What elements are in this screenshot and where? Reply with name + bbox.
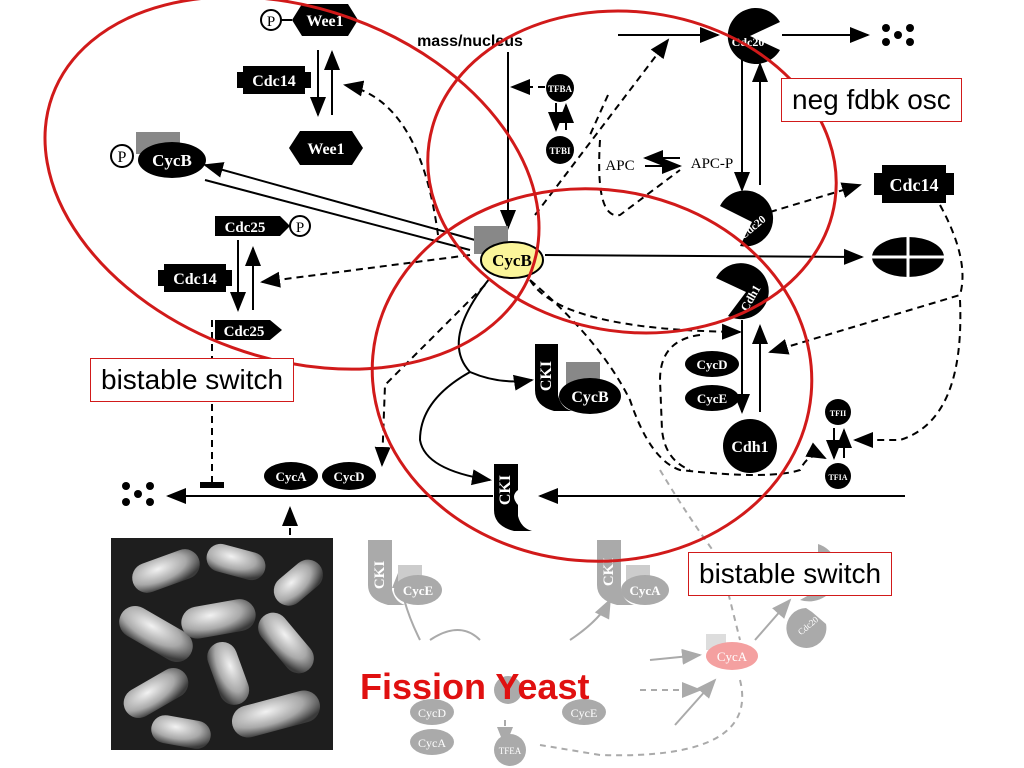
- wee1-label: Wee1: [307, 141, 344, 158]
- cyce-right-label: CycE: [697, 391, 727, 406]
- cdc14-top-node: Cdc14: [237, 66, 311, 94]
- cdc14-left-label: Cdc14: [173, 271, 217, 288]
- bistable-switch-left-label: bistable switch: [90, 358, 295, 402]
- cdc14-left-node: Cdc14: [158, 264, 232, 292]
- bistable-switch-oval-right: [370, 187, 814, 563]
- cyca-pink-label: CycA: [717, 649, 748, 664]
- black-network-edges: [166, 27, 905, 504]
- neg-fdbk-oval: [426, 9, 838, 335]
- tfi-i-label: TFII: [830, 409, 846, 418]
- cyce-label: CycE: [403, 583, 433, 598]
- cki-label: CKI: [497, 475, 514, 505]
- cycd-cyce-right-nodes: CycD CycE: [685, 351, 739, 411]
- degradation-dots-icon: [882, 24, 914, 46]
- neg-fdbk-osc-label: neg fdbk osc: [781, 78, 962, 122]
- diagram-title: Fission Yeast: [360, 666, 590, 707]
- cdc25-node: Cdc25: [215, 320, 282, 340]
- module-ovals: [43, 0, 838, 563]
- degradation-dots-icon: [122, 482, 154, 506]
- tfb-nodes: TFBA TFBI: [546, 74, 574, 164]
- wee1-node: Wee1: [289, 131, 363, 165]
- cyce-bottom-label: CycE: [571, 706, 598, 720]
- cdc20-top-label: Cdc20: [732, 35, 765, 49]
- tfb-i-label: TFBI: [549, 146, 571, 156]
- cyca-label: CycA: [629, 583, 661, 598]
- cdc14-top-label: Cdc14: [252, 73, 296, 90]
- tfi-a-label: TFIA: [828, 473, 847, 482]
- dashed-regulation-edges: [200, 38, 964, 535]
- apc-label: APC: [605, 158, 634, 174]
- cdc14-right-node: Cdc14: [874, 165, 954, 203]
- cycb-p-label: CycB: [152, 151, 192, 170]
- cki-label: CKI: [601, 558, 617, 587]
- cki-cyca-complex: CKI CycA: [597, 540, 669, 605]
- cycb-center-node: CycB: [474, 226, 544, 279]
- cdc20-mid-node: Cdc20: [720, 190, 774, 247]
- cki-cycb-complex: CKI CycB: [535, 344, 621, 414]
- cdc25-phospho-node: Cdc25 P: [215, 215, 311, 237]
- faded-bottom-nodes: CycD CycE CycA TFEA: [410, 676, 606, 766]
- cdc20-top-node: Cdc20: [727, 8, 780, 65]
- cell-division-icon: [872, 237, 944, 277]
- wee1-p-label: Wee1: [306, 13, 343, 30]
- p-symbol: P: [267, 14, 275, 30]
- apc-p-label: APC-P: [691, 156, 734, 172]
- p-symbol: P: [296, 220, 304, 236]
- cki-label: CKI: [538, 361, 555, 391]
- cdh1-bottom-node: Cdh1: [723, 419, 777, 473]
- bistable-switch-right-label: bistable switch: [688, 552, 893, 596]
- mass-nucleus-label: mass/nucleus: [417, 33, 523, 50]
- cycd-bottom-label: CycD: [418, 706, 446, 720]
- cdc25-p-label: Cdc25: [225, 220, 266, 236]
- cki-free-node: CKI: [494, 464, 532, 531]
- wee1-phospho-node: P Wee1: [260, 4, 358, 36]
- cycb-phospho-node: P CycB: [110, 132, 206, 178]
- cki-label: CKI: [372, 561, 388, 590]
- cdh1-top-node: Cdh1: [716, 263, 769, 320]
- cdc25-label: Cdc25: [224, 324, 265, 340]
- tfe-bottom-label: TFEA: [499, 746, 522, 756]
- cyca-mid-label: CycA: [275, 469, 307, 484]
- tfb-a-label: TFBA: [548, 84, 573, 94]
- cycb-label: CycB: [571, 389, 609, 406]
- cki-cyce-complex: CKI CycE: [368, 540, 442, 605]
- bistable-switch-oval-left: [43, 0, 541, 371]
- p-symbol: P: [118, 149, 127, 166]
- cyca-bottom-label: CycA: [418, 736, 446, 750]
- cycd-mid-label: CycD: [333, 469, 364, 484]
- cdh1-bottom-label: Cdh1: [731, 439, 768, 456]
- cycb-center-label: CycB: [492, 251, 532, 270]
- cdc14-right-label: Cdc14: [890, 175, 939, 195]
- cyca-cycd-mid-nodes: CycA CycD: [264, 462, 376, 490]
- cyca-pink-node: CycA: [706, 634, 758, 670]
- tfi-nodes: TFII TFIA: [825, 399, 851, 489]
- cycd-right-label: CycD: [696, 357, 727, 372]
- yeast-micrograph: [111, 538, 333, 750]
